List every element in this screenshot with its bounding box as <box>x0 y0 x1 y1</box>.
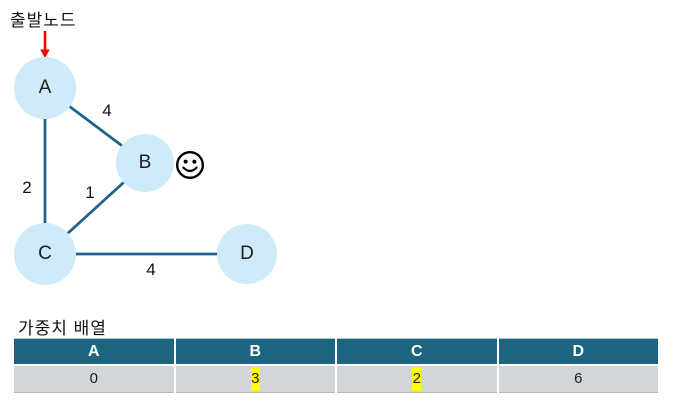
value-C: 2 <box>412 367 422 391</box>
edge-weight-A-C: 2 <box>22 178 32 197</box>
weight-table-title: 가중치 배열 <box>18 319 107 338</box>
graph-node-C: C <box>14 223 76 285</box>
value-cell-C: 2 <box>337 366 497 393</box>
start-node-label: 출발노드 <box>10 11 77 30</box>
value-cell-B: 3 <box>175 366 335 393</box>
edge-weight-C-D: 4 <box>146 260 156 279</box>
node-label-B: B <box>138 152 152 173</box>
edge-weight-B-C: 1 <box>85 183 95 202</box>
start-node-arrow-icon <box>40 31 50 58</box>
graph-node-D: D <box>217 224 277 284</box>
value-cell-D: 6 <box>498 366 658 393</box>
weight-table-value-row: 0 3 2 6 <box>14 366 658 393</box>
value-B: 3 <box>250 367 260 391</box>
graph-node-B: B <box>116 134 174 192</box>
node-label-D: D <box>240 243 254 264</box>
node-label-C: C <box>38 243 52 264</box>
weight-table-header-row: A B C D <box>14 338 658 364</box>
header-cell-D: D <box>498 338 658 364</box>
node-label-A: A <box>38 77 52 98</box>
header-cell-B: B <box>175 338 335 364</box>
value-A: 0 <box>89 370 98 387</box>
weight-table: A B C D 0 3 2 6 <box>14 338 658 393</box>
header-cell-C: C <box>337 338 497 364</box>
value-D: 6 <box>574 370 583 387</box>
header-cell-A: A <box>14 338 174 364</box>
edge-weight-A-B: 4 <box>102 101 112 120</box>
graph-node-A: A <box>14 57 76 119</box>
smiley-icon <box>175 150 205 180</box>
value-cell-A: 0 <box>14 366 174 393</box>
